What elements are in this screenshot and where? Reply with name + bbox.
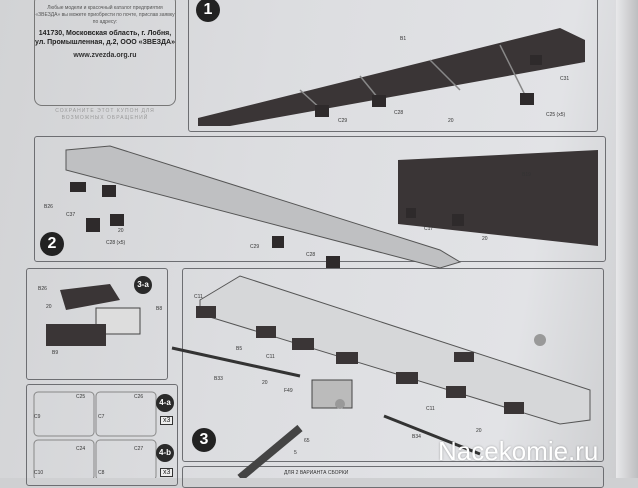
part-label: C8 <box>98 470 105 476</box>
part-label: 5 <box>294 450 297 456</box>
watermark: Nacekomie.ru <box>438 436 599 466</box>
page-edge <box>616 0 638 478</box>
part-label: 20 <box>46 304 52 310</box>
multiplier-4a: x3 <box>160 416 174 425</box>
part-label: C27 <box>134 446 144 452</box>
frame-rail-b19 <box>398 150 598 246</box>
frame-rail-b1 <box>198 28 585 126</box>
bottom-variant-note: ДЛЯ 2 ВАРИАНТА СБОРКИ <box>284 470 349 476</box>
part-label: C24 <box>76 446 86 452</box>
part-label: C9 <box>34 414 41 420</box>
part-label: F49 <box>284 388 293 394</box>
substep-3a: 3-a <box>134 276 152 294</box>
part-label: 20 <box>482 236 488 242</box>
part-label: 65 <box>304 438 310 444</box>
part-label: C28 <box>394 110 404 116</box>
part-label: B19 <box>522 172 531 178</box>
part-label: 20 <box>262 380 268 386</box>
part-label: C11 <box>426 406 435 412</box>
part-label: B8 <box>156 306 163 312</box>
part-label: B34 <box>412 434 421 440</box>
part-label: C31 <box>560 76 570 82</box>
frame-rail-b26 <box>65 145 462 269</box>
part-label: C37 <box>66 212 76 218</box>
part-label: C29 <box>338 118 348 124</box>
part-label: C28 <box>306 252 316 258</box>
part-label: C11 <box>266 354 275 360</box>
coupon-keep-note: СОХРАНИТЕ ЭТОТ КУПОН ДЛЯ ВОЗМОЖНЫХ ОБРАЩ… <box>55 108 155 121</box>
part-label: C11 <box>194 294 203 300</box>
step-3-number: 3 <box>192 428 216 452</box>
substep-4a: 4-a <box>156 394 174 412</box>
step-2-number: 2 <box>40 232 64 256</box>
part-label: B1 <box>400 36 407 42</box>
part-label: C17 <box>424 226 434 232</box>
part-label: 20 <box>448 118 454 124</box>
part-label: C7 <box>98 414 105 420</box>
coupon-intro: Любые модели и красочный каталог предпри… <box>35 5 175 25</box>
step-2-panel <box>34 136 606 262</box>
part-label: C10 <box>34 470 44 476</box>
part-label: B26 <box>44 204 53 210</box>
coupon-address: 141730, Московская область, г. Лобня, ул… <box>35 30 175 46</box>
part-label: C25 <box>76 394 86 400</box>
step-1-panel <box>188 0 598 132</box>
part-label: 20 <box>476 428 482 434</box>
part-label: B5 <box>236 346 243 352</box>
part-label: B26 <box>38 286 47 292</box>
step-3a-panel <box>26 268 168 380</box>
part-label: 20 <box>118 228 124 234</box>
part-label: C29 <box>250 244 260 250</box>
part-label: C26 <box>134 394 144 400</box>
frame-assembly-3 <box>199 275 591 425</box>
step-1-number: 1 <box>196 0 220 22</box>
coupon-url: www.zvezda.org.ru <box>73 52 137 59</box>
substep-4b: 4-b <box>156 444 174 462</box>
part-label: C28 (x5) <box>106 240 126 246</box>
part-label: C25 (x5) <box>546 112 566 118</box>
parts-drawing <box>33 28 598 478</box>
step-3-panel <box>182 268 604 462</box>
assembly-3a <box>60 284 120 310</box>
part-label: B33 <box>214 376 223 382</box>
part-label: B9 <box>52 350 59 356</box>
multiplier-4b: x3 <box>160 468 174 477</box>
coupon-box: Любые модели и красочный каталог предпри… <box>34 0 176 106</box>
